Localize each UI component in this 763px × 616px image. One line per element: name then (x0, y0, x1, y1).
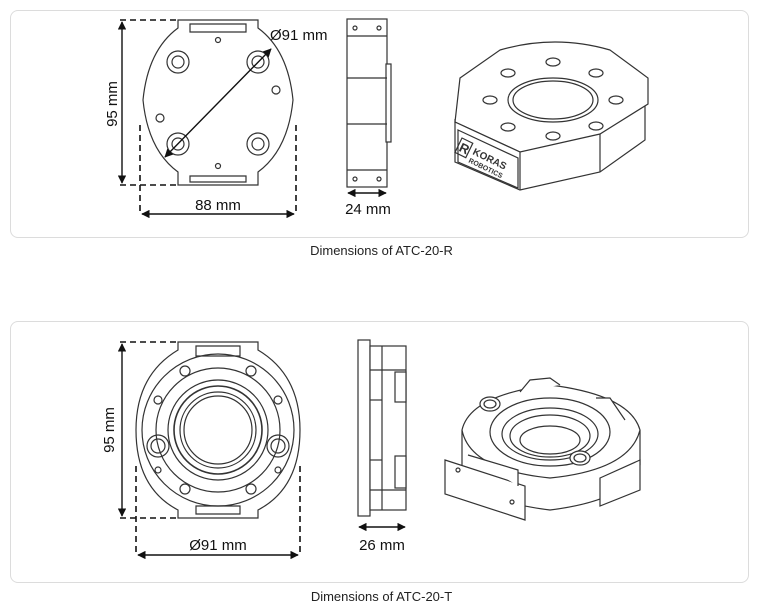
t-thickness-label: 26 mm (359, 537, 405, 554)
atc-20-t-caption: Dimensions of ATC-20-T (310, 589, 453, 604)
r-width-extension-lines (139, 125, 297, 215)
atc-20-t-side-view (357, 339, 407, 517)
locating-pin (569, 450, 591, 466)
atc-20-r-caption: Dimensions of ATC-20-R (310, 243, 453, 258)
t-height-label: 95 mm (101, 407, 118, 453)
atc-20-r-isometric-view (454, 41, 649, 191)
atc-20-r-side-view (346, 18, 392, 188)
t-height-extension-lines (120, 341, 301, 556)
r-height-label: 95 mm (104, 81, 121, 127)
locating-pin (146, 434, 170, 458)
r-thickness-label: 24 mm (345, 201, 391, 218)
atc-20-t-front-view (135, 341, 301, 519)
r-width-label: 88 mm (195, 197, 241, 214)
diameter-dimension-line (164, 48, 272, 158)
locating-pin (479, 396, 501, 412)
t-diameter-label: Ø91 mm (189, 537, 247, 554)
locating-pin (266, 434, 290, 458)
atc-20-t-isometric-view (444, 377, 641, 521)
r-diameter-label: Ø91 mm (270, 27, 328, 44)
